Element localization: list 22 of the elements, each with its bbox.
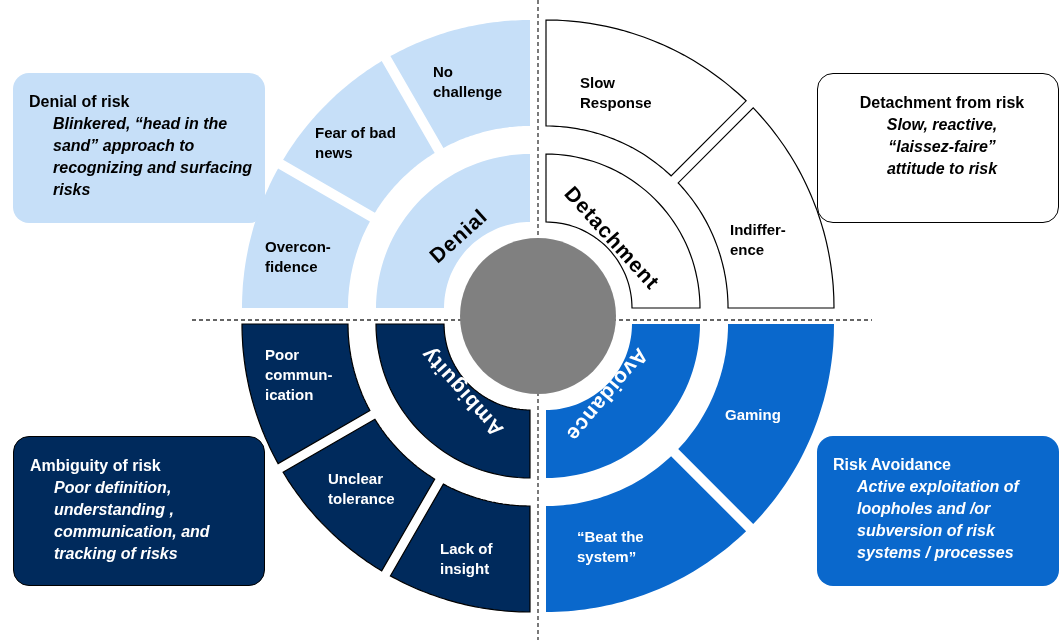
description-card — [13, 73, 265, 223]
description-card — [817, 73, 1059, 223]
card-description: Active exploitation of loopholes and /or subversion of risk systems / processes — [856, 477, 1021, 563]
card-heading: Risk Avoidance — [833, 455, 952, 475]
segment-label: Unclear tolerance — [328, 469, 396, 509]
segment-label: No challenge — [433, 62, 504, 102]
segment-label: Poor commun- ication — [265, 345, 334, 405]
description-card — [817, 436, 1059, 586]
segment-label: Overcon- fidence — [265, 237, 332, 277]
card-description: Blinkered, “head in the sand” approach to recognizing and surfacing risks — [52, 114, 254, 200]
segment-label: Slow Response — [580, 73, 653, 113]
segment-label: Gaming — [725, 405, 782, 425]
card-description: Poor definition, understanding , communication, and tracking of risks — [53, 478, 211, 564]
segment-label: Fear of bad news — [315, 123, 397, 163]
segment-label: Indiffer- ence — [730, 220, 787, 260]
description-card — [13, 436, 265, 586]
card-heading: Ambiguity of risk — [30, 456, 162, 476]
card-description: Slow, reactive, “laissez-faire” attitude to risk — [885, 115, 999, 179]
segment-label: “Beat the system” — [577, 527, 645, 567]
card-heading: Denial of risk — [29, 92, 131, 112]
segment-label: Lack of insight — [440, 539, 494, 579]
card-heading: Detachment from risk — [858, 93, 1026, 113]
